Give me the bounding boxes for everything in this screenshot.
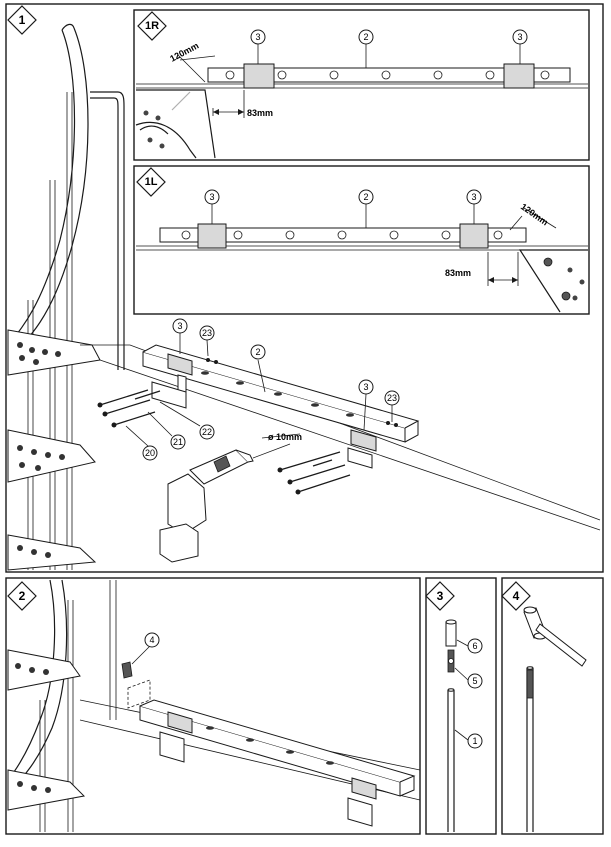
callout-bolt-main	[142, 445, 158, 461]
detail-1l-drawing	[136, 207, 588, 313]
svg-text:2: 2	[363, 192, 368, 202]
callout-bracket-main-a	[172, 318, 188, 334]
svg-text:1L: 1L	[145, 176, 158, 188]
svg-text:4: 4	[513, 589, 520, 603]
detail-1l-tag: 1L	[136, 167, 166, 197]
step-4-drawing	[523, 606, 587, 832]
rail-1r	[207, 67, 571, 83]
svg-text:2: 2	[19, 589, 26, 603]
callout-post	[467, 733, 483, 749]
svg-text:3: 3	[471, 192, 476, 202]
callout-rail-1r	[358, 29, 374, 45]
callout-washer-main-a	[199, 325, 215, 341]
callout-rail-main	[250, 344, 266, 360]
svg-text:4: 4	[149, 635, 154, 645]
svg-text:3: 3	[363, 382, 368, 392]
callout-part-step-2	[144, 632, 160, 648]
mallet-handle	[535, 623, 587, 667]
detail-1r-drawing	[135, 54, 588, 159]
svg-text:2: 2	[255, 347, 260, 357]
svg-text:1: 1	[472, 736, 477, 746]
callout-bracket-1l-b	[466, 189, 482, 205]
svg-text:1: 1	[19, 13, 26, 27]
callout-bracket-1l-a	[204, 189, 220, 205]
svg-text:1R: 1R	[145, 20, 159, 32]
step-3-marker: 3	[425, 581, 455, 611]
drill-diameter-label: ø 10mm	[268, 432, 302, 442]
dimension-83mm-right: 83mm	[247, 108, 273, 118]
callout-bracket-1r-a	[250, 29, 266, 45]
step-4-marker: 4	[501, 581, 531, 611]
svg-text:6: 6	[472, 641, 477, 651]
callout-bracket-main-b	[358, 379, 374, 395]
bracket-1r-b	[503, 63, 535, 89]
callout-washer-main	[170, 434, 186, 450]
step-2-drawing	[7, 579, 421, 832]
step-3-panel	[425, 577, 497, 835]
callout-post-cap	[467, 638, 483, 654]
callout-nut-main	[199, 424, 215, 440]
svg-text:2: 2	[363, 32, 368, 42]
callout-rail-1l	[358, 189, 374, 205]
dimension-83mm-left: 83mm	[445, 268, 471, 278]
svg-text:5: 5	[472, 676, 477, 686]
callout-post-joint	[467, 673, 483, 689]
staircase-illustration-top	[7, 23, 601, 571]
svg-text:20: 20	[145, 448, 155, 458]
main-rail-assembly	[97, 344, 420, 563]
svg-text:21: 21	[173, 437, 183, 447]
svg-text:22: 22	[202, 427, 212, 437]
bracket-1l-b	[459, 223, 489, 249]
svg-text:23: 23	[387, 393, 397, 403]
bracket-1l-a	[197, 223, 227, 249]
step-2-marker: 2	[7, 581, 37, 611]
bracket-1r-a	[243, 63, 275, 89]
svg-text:3: 3	[517, 32, 522, 42]
svg-text:23: 23	[202, 328, 212, 338]
svg-text:3: 3	[209, 192, 214, 202]
callout-bracket-1r-b	[512, 29, 528, 45]
callout-washer-main-b	[384, 390, 400, 406]
svg-text:3: 3	[437, 589, 444, 603]
step-4-panel	[501, 577, 604, 835]
detail-1r-tag: 1R	[137, 11, 167, 41]
svg-text:3: 3	[177, 321, 182, 331]
rail-1l	[159, 227, 527, 243]
svg-text:3: 3	[255, 32, 260, 42]
step-3-drawing	[445, 619, 457, 832]
step-1-marker: 1	[7, 5, 37, 35]
post-cap	[445, 621, 457, 647]
